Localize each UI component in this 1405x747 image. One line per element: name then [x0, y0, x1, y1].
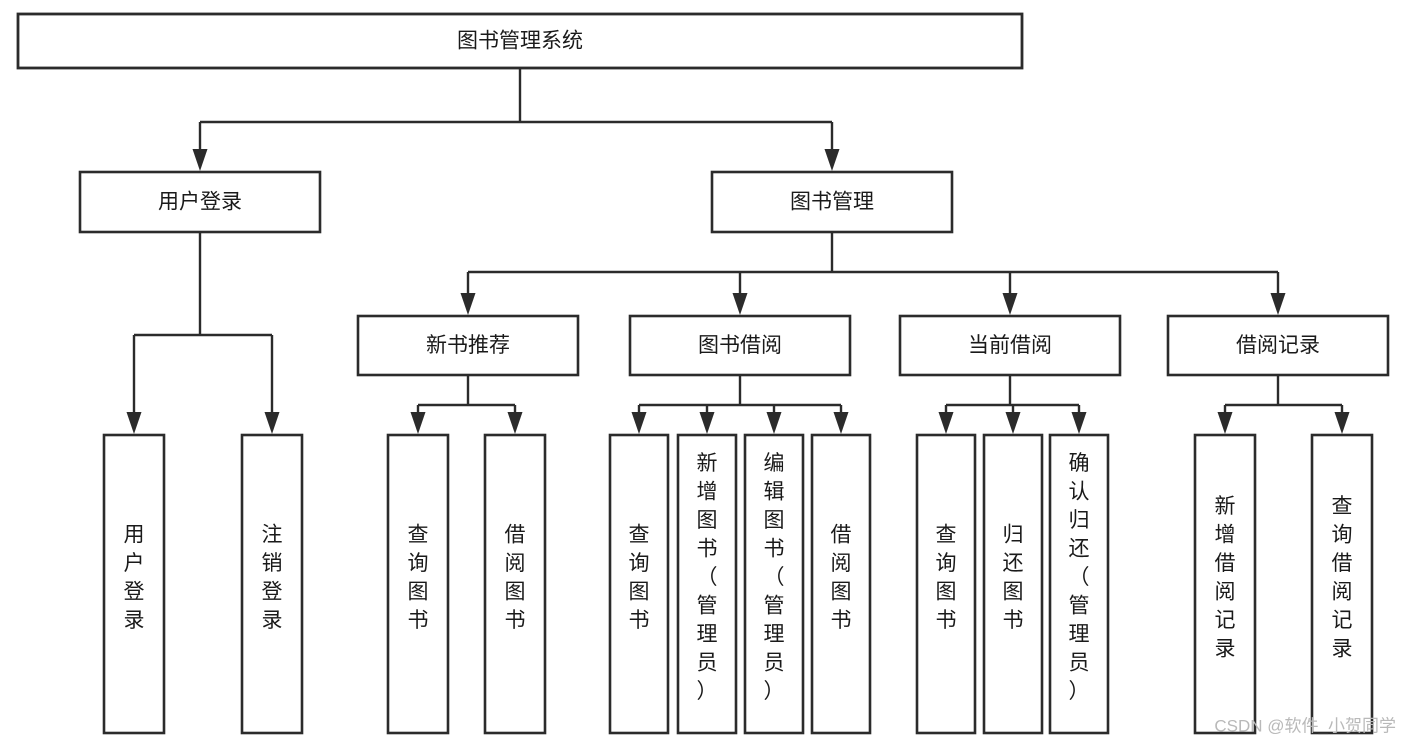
node-leaf-confirm-return[interactable]: 确认归还（管理员） [1048, 433, 1110, 735]
node-leaf-borrow-book[interactable]: 借阅图书 [810, 433, 872, 735]
arrow-head-icon [1334, 412, 1350, 434]
node-box-leaf-return-book[interactable] [982, 433, 1044, 735]
node-leaf-query-book-cur[interactable]: 查询图书 [915, 433, 977, 735]
node-label-leaf-query-book-cur: 查询图书 [936, 523, 957, 632]
node-label-leaf-query-record: 查询借阅记录 [1332, 494, 1353, 660]
arrow-head-icon [507, 412, 523, 434]
branch-new-book-rec [410, 375, 523, 434]
node-label-borrow-record: 借阅记录 [1236, 334, 1320, 357]
node-label-leaf-borrow-book-rec: 借阅图书 [505, 523, 526, 632]
node-book-manage[interactable]: 图书管理 [710, 170, 954, 234]
node-leaf-query-book-borrow[interactable]: 查询图书 [608, 433, 670, 735]
arrow-head-icon [824, 149, 840, 171]
connector-layer [126, 68, 1350, 434]
node-label-leaf-return-book: 归还图书 [1003, 523, 1024, 632]
node-box-leaf-query-book-borrow[interactable] [608, 433, 670, 735]
node-box-borrow-record[interactable] [1166, 314, 1390, 377]
node-label-leaf-edit-book: 编辑图书（管理员） [764, 452, 785, 703]
arrow-head-icon [766, 412, 782, 434]
branch-borrow-record [1217, 375, 1350, 434]
node-layer: 图书管理系统用户登录图书管理新书推荐图书借阅当前借阅借阅记录用户登录注销登录查询… [16, 12, 1390, 735]
node-leaf-user-login[interactable]: 用户登录 [102, 433, 166, 735]
arrow-head-icon [833, 412, 849, 434]
node-leaf-borrow-book-rec[interactable]: 借阅图书 [483, 433, 547, 735]
arrow-head-icon [1005, 412, 1021, 434]
node-new-book-rec[interactable]: 新书推荐 [356, 314, 580, 377]
node-label-leaf-query-book-rec: 查询图书 [408, 523, 429, 632]
node-box-leaf-user-login[interactable] [102, 433, 166, 735]
node-box-leaf-add-record[interactable] [1193, 433, 1257, 735]
arrow-head-icon [732, 293, 748, 315]
node-label-leaf-add-record: 新增借阅记录 [1215, 494, 1236, 660]
node-label-user-login: 用户登录 [158, 191, 242, 214]
node-root[interactable]: 图书管理系统 [16, 12, 1024, 70]
node-box-current-borrow[interactable] [898, 314, 1122, 377]
arrow-head-icon [631, 412, 647, 434]
node-leaf-query-book-rec[interactable]: 查询图书 [386, 433, 450, 735]
node-box-leaf-borrow-book[interactable] [810, 433, 872, 735]
branch-book-borrow [631, 375, 849, 434]
node-box-root[interactable] [16, 12, 1024, 70]
node-leaf-query-record[interactable]: 查询借阅记录 [1310, 433, 1374, 735]
branch-current-borrow [938, 375, 1087, 434]
node-leaf-add-book[interactable]: 新增图书（管理员） [676, 433, 738, 735]
arrow-head-icon [1071, 412, 1087, 434]
arrow-head-icon [410, 412, 426, 434]
node-box-new-book-rec[interactable] [356, 314, 580, 377]
node-box-leaf-add-book[interactable] [676, 433, 738, 735]
node-box-leaf-logout[interactable] [240, 433, 304, 735]
node-box-leaf-query-record[interactable] [1310, 433, 1374, 735]
csdn-watermark: CSDN @软件_小贺同学 [1214, 716, 1396, 735]
node-leaf-logout[interactable]: 注销登录 [240, 433, 304, 735]
node-box-leaf-confirm-return[interactable] [1048, 433, 1110, 735]
arrow-head-icon [938, 412, 954, 434]
branch-book-manage [460, 232, 1286, 315]
branch-user-login [126, 232, 280, 434]
node-box-book-manage[interactable] [710, 170, 954, 234]
node-box-leaf-edit-book[interactable] [743, 433, 805, 735]
arrow-head-icon [460, 293, 476, 315]
node-label-leaf-logout: 注销登录 [262, 523, 283, 632]
arrow-head-icon [192, 149, 208, 171]
node-box-leaf-borrow-book-rec[interactable] [483, 433, 547, 735]
node-label-new-book-rec: 新书推荐 [426, 334, 510, 357]
node-label-leaf-confirm-return: 确认归还（管理员） [1069, 452, 1090, 703]
node-label-leaf-query-book-borrow: 查询图书 [629, 523, 650, 632]
node-user-login[interactable]: 用户登录 [78, 170, 322, 234]
node-box-user-login[interactable] [78, 170, 322, 234]
node-label-root: 图书管理系统 [457, 30, 583, 53]
node-borrow-record[interactable]: 借阅记录 [1166, 314, 1390, 377]
node-leaf-add-record[interactable]: 新增借阅记录 [1193, 433, 1257, 735]
arrow-head-icon [126, 412, 142, 434]
node-box-book-borrow[interactable] [628, 314, 852, 377]
node-label-current-borrow: 当前借阅 [968, 334, 1052, 357]
node-leaf-edit-book[interactable]: 编辑图书（管理员） [743, 433, 805, 735]
node-label-book-borrow: 图书借阅 [698, 334, 782, 357]
arrow-head-icon [264, 412, 280, 434]
node-book-borrow[interactable]: 图书借阅 [628, 314, 852, 377]
node-box-leaf-query-book-rec[interactable] [386, 433, 450, 735]
node-current-borrow[interactable]: 当前借阅 [898, 314, 1122, 377]
node-label-leaf-borrow-book: 借阅图书 [831, 523, 852, 632]
arrow-head-icon [1217, 412, 1233, 434]
arrow-head-icon [699, 412, 715, 434]
arrow-head-icon [1002, 293, 1018, 315]
node-leaf-return-book[interactable]: 归还图书 [982, 433, 1044, 735]
node-label-book-manage: 图书管理 [790, 191, 874, 214]
arrow-head-icon [1270, 293, 1286, 315]
node-label-leaf-user-login: 用户登录 [124, 523, 145, 632]
node-label-leaf-add-book: 新增图书（管理员） [697, 452, 718, 703]
branch-root [192, 68, 840, 171]
node-box-leaf-query-book-cur[interactable] [915, 433, 977, 735]
